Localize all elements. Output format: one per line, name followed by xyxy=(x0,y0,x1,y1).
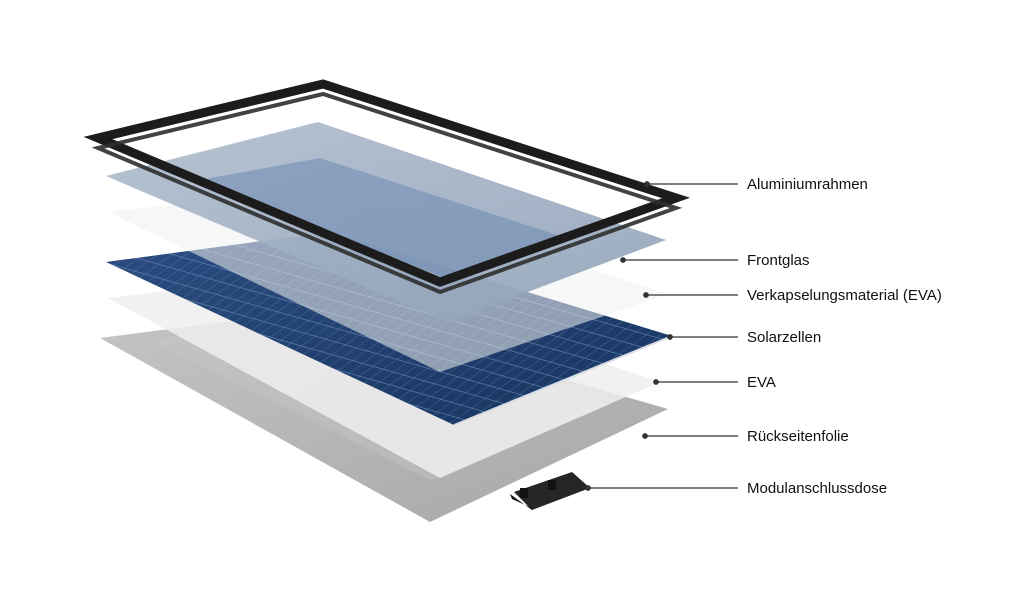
leader-lines xyxy=(585,181,738,491)
front-glass-layer xyxy=(106,122,666,322)
label-eva-top: Verkapselungsmaterial (EVA) xyxy=(747,287,942,304)
label-front-glass: Frontglas xyxy=(747,252,810,269)
junction-box xyxy=(510,472,590,510)
aluminium-frame-layer xyxy=(83,79,691,295)
label-eva-bottom: EVA xyxy=(747,374,776,391)
label-junction-box: Modulanschlussdose xyxy=(747,480,888,497)
label-solar-cells: Solarzellen xyxy=(747,329,822,346)
label-aluminium-frame: Aluminiumrahmen xyxy=(747,176,868,193)
label-backsheet: Rückseitenfolie xyxy=(747,428,849,445)
